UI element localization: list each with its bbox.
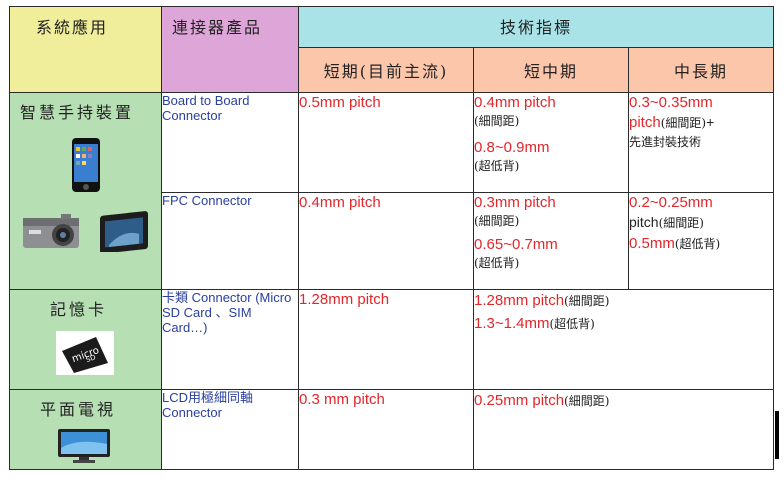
product-lcd-coax-connector: LCD用極細同軸 Connector (161, 389, 299, 470)
header-technical-indicators-label: 技術指標 (499, 18, 572, 37)
app-label-memory-card: 記憶卡 (50, 300, 108, 319)
tablet-device-icon (100, 211, 148, 252)
digital-camera-icon (23, 214, 79, 248)
table-row: 平面電視 LCD用極細同軸 Connector 0.3 mm pitch 0.2… (9, 389, 774, 470)
long-term-note-c: (超低背) (674, 237, 721, 251)
mid-term-value-b: 0.8~0.9mm (474, 139, 550, 156)
long-term-value-b: pitch (629, 214, 659, 230)
long-term-value-a: 0.2~0.25mm (629, 194, 713, 211)
edge-marker (775, 411, 779, 459)
mid-term-cell: 0.3mm pitch (細間距) 0.65~0.7mm (超低背) (473, 192, 629, 290)
mid-term-value-a: 1.28mm pitch (474, 292, 565, 309)
short-term-cell: 0.4mm pitch (298, 192, 474, 290)
smartphone-icon (72, 138, 100, 192)
app-cell-smart-handheld: 智慧手持裝置 (9, 92, 162, 290)
header-connector-product: 連接器產品 (161, 6, 299, 93)
header-technical-indicators: 技術指標 (298, 6, 774, 48)
header-mid-short-term-label: 短中期 (523, 62, 578, 81)
header-short-term-label: 短期(目前主流) (323, 62, 449, 81)
long-term-plus: + (706, 114, 715, 130)
short-term-value: 0.4mm pitch (299, 194, 381, 211)
header-long-term: 中長期 (628, 47, 774, 93)
mid-term-note-a: (細間距) (564, 394, 610, 408)
long-term-value-b: pitch (629, 114, 661, 131)
app-cell-memory-card: 記憶卡 micro SD (9, 289, 162, 390)
long-term-cell: 0.3~0.35mm pitch(細間距)+ 先進封裝技術 (628, 92, 774, 193)
mid-term-note-a: (細間距) (474, 114, 520, 128)
mid-term-value-a: 0.3mm pitch (474, 194, 556, 211)
mid-term-note-a: (細間距) (474, 214, 520, 228)
long-term-value-a: 0.3~0.35mm (629, 94, 713, 111)
table-row: 記憶卡 micro SD 卡類 Connector (Micro SD Card… (9, 289, 774, 390)
long-term-cell: 0.2~0.25mm pitch(細間距) 0.5mm(超低背) (628, 192, 774, 290)
long-term-value-c: 0.5mm (629, 235, 675, 252)
mid-term-note-a: (細間距) (564, 294, 610, 308)
mid-long-term-cell: 0.25mm pitch(細間距) (473, 389, 774, 470)
mid-term-cell: 0.4mm pitch (細間距) 0.8~0.9mm (超低背) (473, 92, 629, 193)
mid-term-note-b: (超低背) (549, 317, 595, 331)
connector-tech-table: 系統應用 連接器產品 技術指標 短期(目前主流) 短中期 中長期 智慧手持裝置 (9, 6, 774, 470)
header-system-application: 系統應用 (9, 6, 162, 93)
mid-term-value-a: 0.4mm pitch (474, 94, 556, 111)
flat-tv-icon (58, 429, 110, 463)
header-connector-product-label: 連接器產品 (172, 18, 263, 37)
table-row: FPC Connector 0.4mm pitch 0.3mm pitch (細… (10, 192, 774, 290)
short-term-cell: 1.28mm pitch (298, 289, 474, 390)
header-system-application-label: 系統應用 (36, 18, 109, 37)
header-short-term: 短期(目前主流) (298, 47, 474, 93)
short-term-value: 1.28mm pitch (299, 291, 390, 308)
long-term-note-b: (細間距) (660, 116, 707, 130)
header-mid-short-term: 短中期 (473, 47, 629, 93)
app-label-flat-tv: 平面電視 (40, 400, 117, 419)
microsd-card-icon: micro SD (56, 331, 114, 375)
product-card-connector: 卡類 Connector (Micro SD Card 、SIM Card…) (161, 289, 299, 390)
table-row: 智慧手持裝置 (9, 92, 774, 290)
mid-term-value-b: 1.3~1.4mm (474, 315, 550, 332)
mid-long-term-cell: 1.28mm pitch(細間距) 1.3~1.4mm(超低背) (473, 289, 774, 390)
short-term-cell: 0.3 mm pitch (298, 389, 474, 470)
short-term-value: 0.3 mm pitch (299, 391, 385, 408)
mid-term-value-b: 0.65~0.7mm (474, 236, 558, 253)
product-fpc-connector: FPC Connector (161, 192, 299, 290)
mid-term-note-b: (超低背) (474, 159, 520, 173)
mid-term-note-b: (超低背) (474, 256, 520, 270)
mid-term-value-a: 0.25mm pitch (474, 392, 565, 409)
long-term-note-b: (細間距) (658, 216, 704, 230)
short-term-cell: 0.5mm pitch (298, 92, 474, 193)
svg-text:SD: SD (85, 353, 97, 364)
header-long-term-label: 中長期 (673, 62, 728, 81)
product-board-to-board: Board to Board Connector (161, 92, 299, 193)
long-term-value-c: 先進封裝技術 (629, 135, 702, 149)
app-label-smart-handheld: 智慧手持裝置 (20, 103, 135, 122)
app-cell-flat-tv: 平面電視 (9, 389, 162, 470)
short-term-value: 0.5mm pitch (299, 94, 381, 111)
